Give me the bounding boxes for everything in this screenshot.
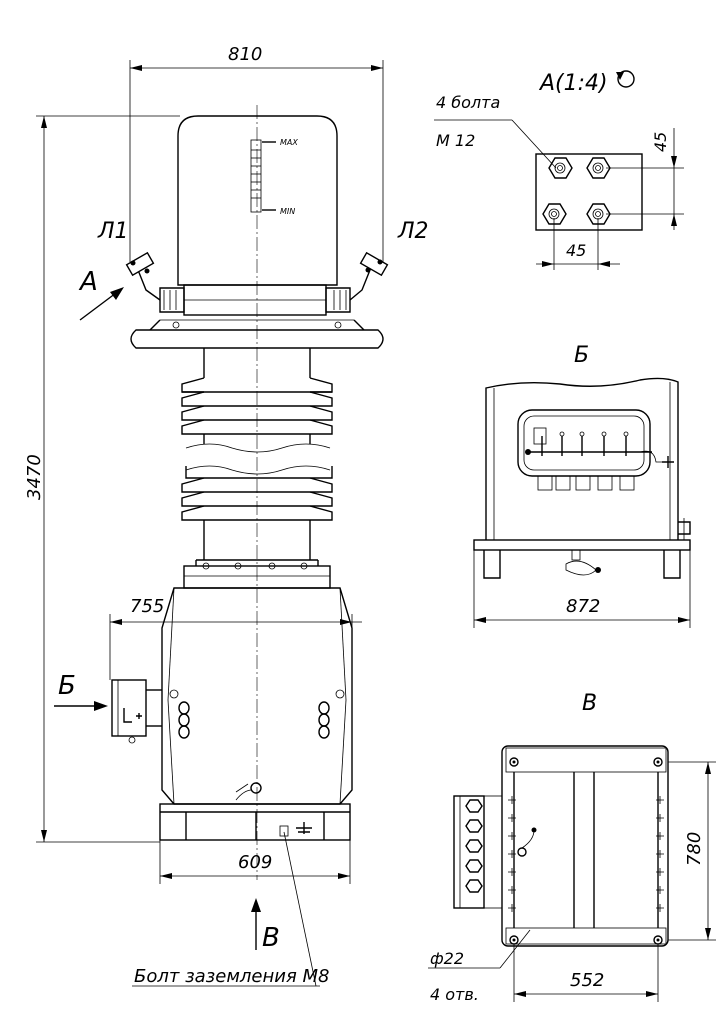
view-b-base (473, 539, 691, 551)
ground-bolt-label: Болт заземления М8 (134, 966, 329, 987)
insulator-upper (181, 348, 333, 444)
oil-gauge (250, 139, 262, 213)
bolt-hex-1 (548, 157, 573, 179)
view-arrow-a: А (78, 267, 124, 321)
bolts-size-label: М 12 (436, 131, 475, 150)
dim-609-text: 609 (238, 852, 272, 873)
base-frame (159, 803, 351, 841)
oil-min-label: MIN (280, 207, 295, 216)
ground-bolt-callout: Болт заземления М8 (132, 831, 329, 987)
holes-count-label: 4 отв. (430, 985, 479, 1004)
dim-810-text: 810 (228, 44, 262, 65)
dimension-3470: 3470 (24, 115, 180, 843)
main-view: 810 3470 MAX MIN (24, 44, 429, 987)
dim-755-text: 755 (130, 596, 164, 617)
view-arrow-v: В (251, 898, 280, 953)
flange (130, 319, 384, 349)
terminal-right: Л2 (325, 219, 429, 313)
arrow-v-label: В (262, 923, 280, 953)
plus-markers (508, 796, 664, 912)
arrow-b-label: Б (58, 671, 76, 701)
terminal-l2-label: Л2 (397, 219, 429, 244)
terminal-box-side: Б (54, 671, 162, 744)
dimension-810: 810 (129, 44, 384, 262)
dim-872-text: 872 (566, 596, 600, 617)
dimension-755: 755 (109, 596, 362, 680)
break-line-2 (185, 465, 331, 475)
dim-3470-text: 3470 (24, 454, 45, 500)
terminal-plate (535, 153, 643, 231)
view-a: А(1:4) 4 болта М 12 45 (434, 70, 684, 270)
view-b-title: Б (574, 343, 589, 368)
dim-552-text: 552 (570, 970, 604, 991)
view-v: В 780 (428, 691, 716, 1004)
dim-780-text: 780 (684, 832, 705, 866)
hole-diameter-label: ф22 (430, 949, 464, 968)
terminal-block (517, 409, 651, 477)
break-line-1 (185, 443, 331, 453)
terminal-l1-label: Л1 (97, 219, 129, 244)
oil-max-label: MAX (280, 138, 298, 147)
bolts-count-label: 4 болта (436, 93, 500, 112)
view-b: Б 872 (473, 343, 691, 628)
bolt-hex-3 (542, 203, 567, 225)
base-outline (501, 745, 669, 947)
view-v-title: В (582, 691, 597, 716)
view-a-title: А(1:4) (538, 71, 608, 96)
plate-45-vertical: 45 (651, 132, 670, 152)
rotate-icon (617, 70, 635, 88)
expansion-tank: MAX MIN (177, 115, 338, 316)
terminal-left: Л1 (97, 219, 185, 313)
dimension-609: 609 (159, 840, 351, 884)
insulator-lower (181, 466, 333, 561)
plate-45-horizontal: 45 (566, 241, 586, 260)
arrow-a-label: А (78, 267, 98, 297)
view-b-body (485, 377, 679, 540)
